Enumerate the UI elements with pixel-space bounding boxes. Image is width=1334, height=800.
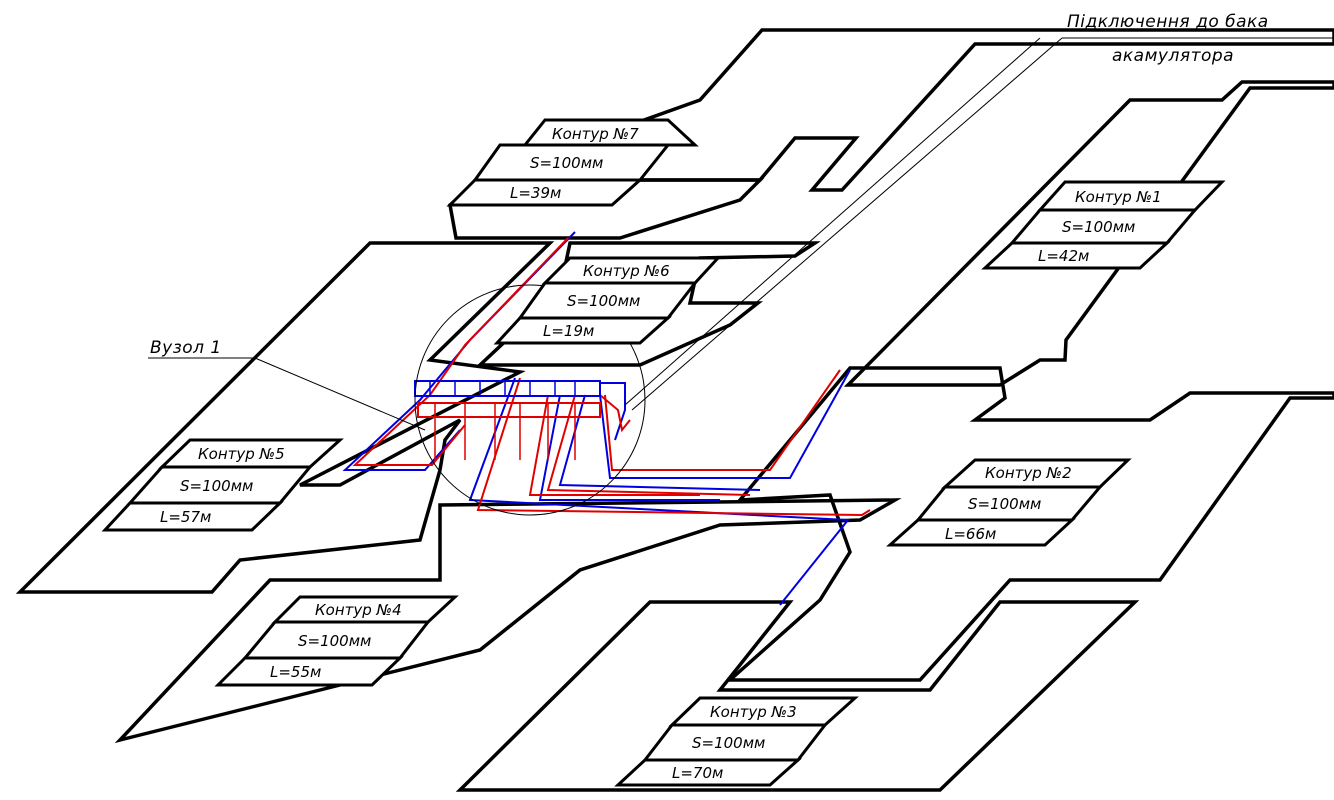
circuit-length: L=42м [1038, 247, 1089, 265]
circuit-name: Контур №3 [710, 703, 797, 721]
connection-annotation: Підключення до бака акамулятора [1062, 12, 1334, 66]
circuit-3-label: Контур №3 S=100мм L=70м [614, 696, 859, 787]
circuit-name: Контур №5 [198, 445, 285, 463]
circuit-length: L=39м [510, 184, 561, 202]
node-annotation: Вузол 1 [150, 338, 222, 358]
manifold [414, 380, 601, 460]
circuit-name: Контур №7 [552, 125, 639, 143]
node-label: Вузол 1 [150, 338, 222, 358]
circuit-2-label: Контур №2 S=100мм L=66м [886, 458, 1132, 547]
circuit-7-label: Контур №7 S=100мм L=39м [446, 118, 699, 207]
circuit-1-label: Контур №1 S=100мм L=42м [981, 180, 1226, 270]
circuit-name: Контур №2 [985, 464, 1072, 482]
circuit-spacing: S=100мм [1062, 218, 1135, 236]
zone-2 [725, 366, 1334, 682]
circuit-spacing: S=100мм [692, 734, 765, 752]
circuit-6-label: Контур №6 S=100мм L=19м [493, 256, 722, 345]
zone-4 [114, 498, 902, 744]
circuit-length: L=66м [945, 525, 996, 543]
circuit-length: L=70м [672, 764, 723, 782]
zone-5 [15, 241, 555, 594]
leader-lines [148, 37, 1063, 431]
annotation-line2: акамулятора [1112, 46, 1234, 66]
circuit-spacing: S=100мм [530, 154, 603, 172]
circuit-5-label: Контур №5 S=100мм L=57м [101, 438, 344, 532]
circuit-name: Контур №6 [583, 262, 670, 280]
circuit-spacing: S=100мм [968, 495, 1041, 513]
pipes [342, 231, 871, 606]
circuit-length: L=57м [160, 508, 211, 526]
circuit-spacing: S=100мм [298, 632, 371, 650]
circuit-spacing: S=100мм [567, 292, 640, 310]
annotation-line1: Підключення до бака [1067, 12, 1269, 32]
node-detail-circle [414, 284, 646, 516]
circuit-length: L=55м [270, 663, 321, 681]
circuit-length: L=19м [543, 322, 594, 340]
zone-3 [455, 600, 1140, 792]
circuit-name: Контур №4 [315, 601, 402, 619]
circuit-4-label: Контур №4 S=100мм L=55м [214, 595, 459, 687]
circuit-name: Контур №1 [1075, 188, 1162, 206]
circuit-spacing: S=100мм [180, 477, 253, 495]
